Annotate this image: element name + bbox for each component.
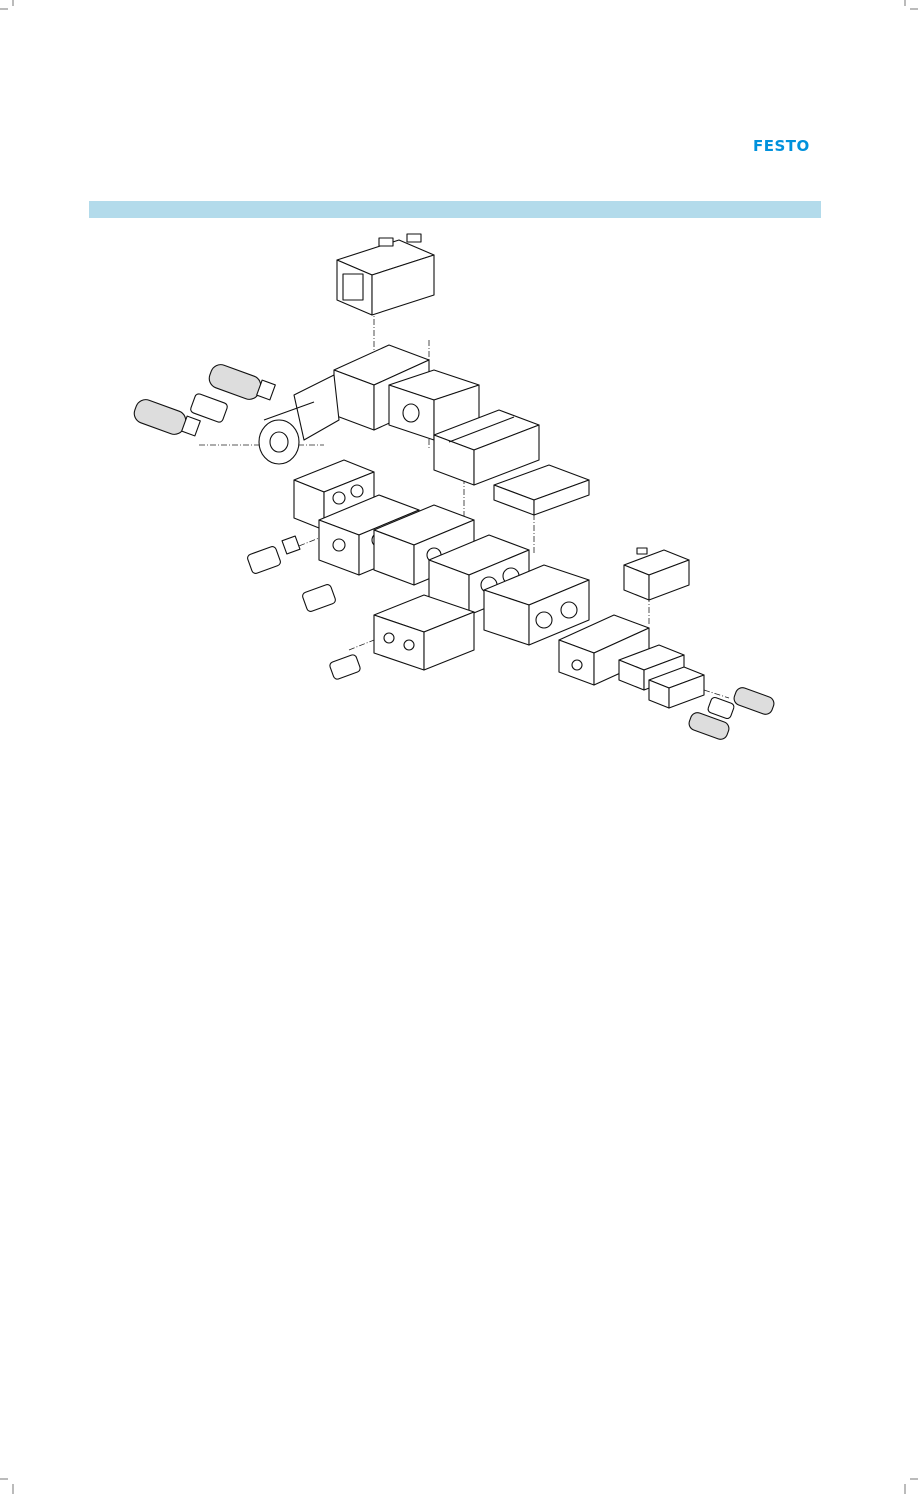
cover-plate xyxy=(493,464,590,516)
small-manifold-blocks xyxy=(618,644,705,709)
end-plate-right xyxy=(558,614,650,686)
silencer-right-1 xyxy=(733,687,775,715)
fitting-left-2 xyxy=(302,584,336,612)
main-valve-block xyxy=(433,409,540,486)
fitting-top xyxy=(190,393,228,423)
silencer-right-2 xyxy=(688,712,730,740)
silencer-top-1 xyxy=(208,364,276,401)
solenoid-coil-small xyxy=(623,547,690,601)
manifold-block-5 xyxy=(483,564,590,646)
fitting-left-1 xyxy=(247,535,301,574)
exploded-view-drawing xyxy=(133,233,775,740)
supply-plate xyxy=(373,594,475,671)
festo-logo: FESTO xyxy=(753,137,810,155)
solenoid-coil-top xyxy=(336,233,435,316)
section-title-bar xyxy=(89,201,821,218)
silencer-top-2 xyxy=(133,399,201,437)
fitting-right xyxy=(707,696,735,720)
fitting-left-3 xyxy=(329,654,361,680)
